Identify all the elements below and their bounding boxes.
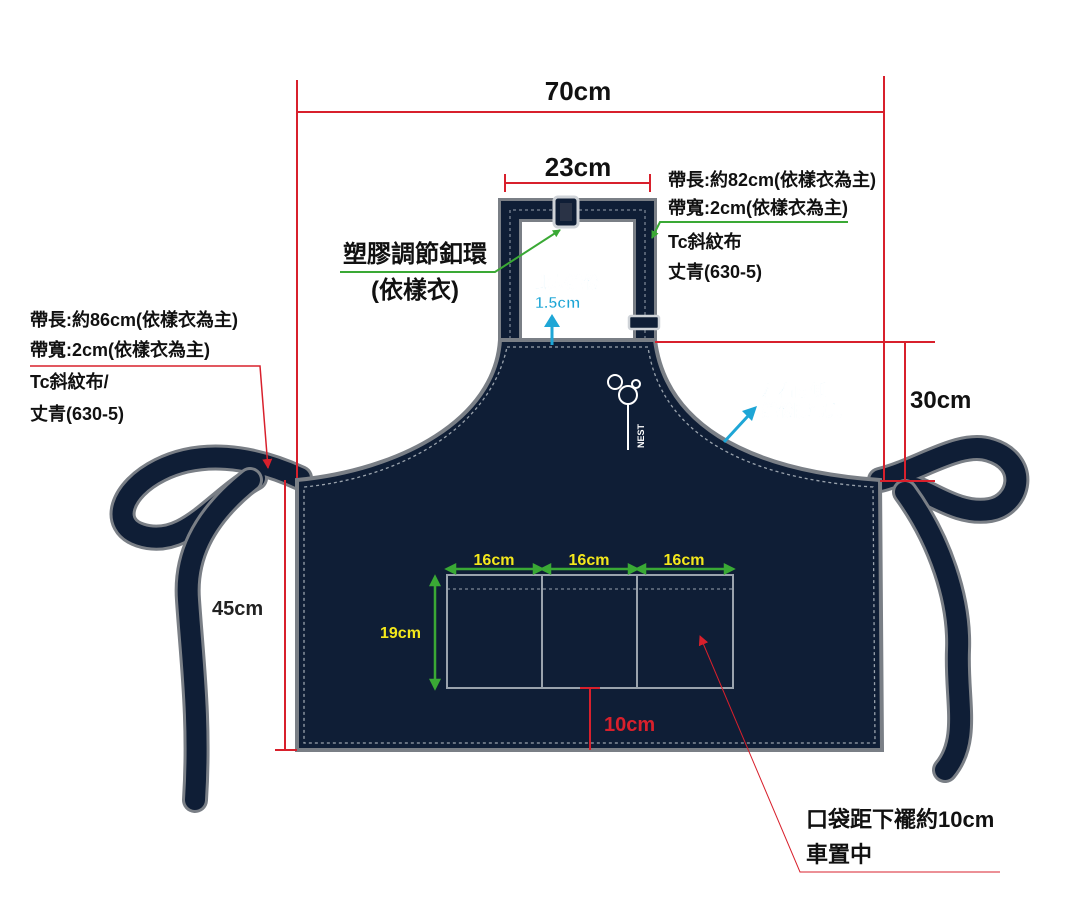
waist-strap-line4: 丈青(630-5) (30, 404, 124, 424)
pocket-width-1-label: 16cm (474, 552, 515, 569)
pocket-note-line1: 口袋距下襬約10cm (806, 807, 994, 832)
side-seam-line2: 縫份隨帶寬 (761, 401, 842, 420)
right-waist-tie (867, 435, 1030, 783)
apron-body (295, 338, 885, 752)
waist-strap-pointer (30, 365, 273, 469)
blue-arrows (544, 314, 757, 444)
buckle-icon (552, 195, 580, 229)
seam-allowance-line1: 此處縫份 (535, 273, 600, 292)
pocket-width-3-label: 16cm (664, 552, 705, 569)
waist-strap-line1: 帶長:約86cm(依樣衣為主) (30, 309, 238, 330)
pocket-dimension-lines (428, 562, 736, 691)
strap-slider-icon (627, 314, 661, 331)
neck-strap-line2: 帶寬:2cm(依樣衣為主) (668, 197, 848, 218)
logo-text: NEST (636, 423, 646, 448)
neck-strap-line1: 帶長:約82cm(依樣衣為主) (668, 169, 876, 190)
neck-strap-line3: Tc斜紋布 (668, 231, 742, 252)
pocket-width-2-label: 16cm (569, 552, 610, 569)
buckle-callout-line1: 塑膠調節釦環 (343, 240, 488, 268)
neck-width-label: 23cm (545, 152, 612, 182)
left-waist-tie (109, 444, 313, 813)
pocket-gap-label: 10cm (604, 714, 655, 736)
total-width-label: 70cm (545, 76, 612, 106)
dimension-lines (275, 76, 935, 751)
waist-strap-line2: 帶寬:2cm(依樣衣為主) (30, 339, 210, 360)
waist-strap-line3: Tc斜紋布/ (30, 371, 109, 392)
side-seam-line1: 左右兩側 (761, 381, 826, 400)
seam-allowance-line2: 1.5cm (535, 295, 580, 312)
bib-height-label: 30cm (910, 387, 971, 414)
pocket-note-line2: 車置中 (806, 842, 872, 867)
neck-strap-line4: 丈青(630-5) (668, 262, 762, 282)
skirt-height-label: 45cm (212, 598, 263, 620)
pocket-height-label: 19cm (380, 625, 421, 642)
nest-logo-icon: NEST (607, 374, 646, 450)
green-pointers (340, 221, 848, 273)
buckle-callout-line2: (依樣衣) (371, 276, 459, 304)
pocket-note-pointer (698, 635, 1000, 873)
